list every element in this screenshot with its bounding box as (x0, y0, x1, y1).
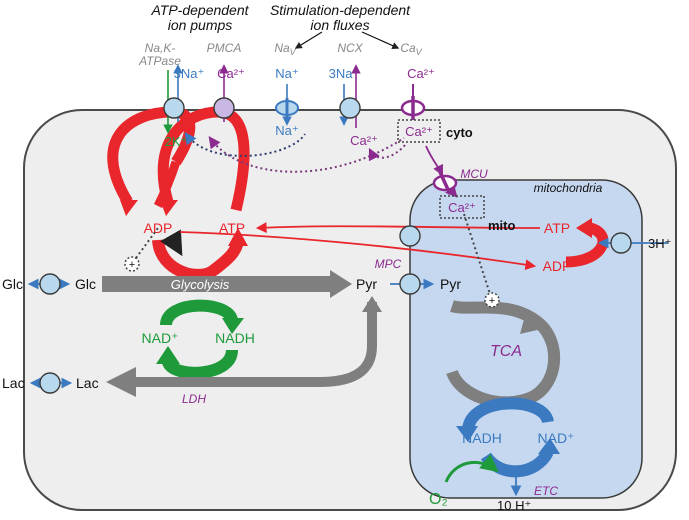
ca-mito-to-tca (463, 213, 491, 295)
header-stim-fluxes-line1: Stimulation-dependent (270, 2, 411, 18)
ca-signal-to-pump (208, 136, 405, 173)
transporter-mcu[interactable] (432, 171, 458, 195)
mitochondria-label: mitochondria (534, 181, 603, 195)
cyto-adp: ADP (144, 220, 173, 236)
ion-na-nav-top: Na⁺ (275, 66, 298, 81)
plus-mito: + (489, 295, 495, 307)
label-nav: NaV (274, 41, 296, 57)
label-mpc: MPC (375, 257, 402, 271)
cyto-nad-plus: NAD⁺ (142, 330, 179, 346)
mito-nad-plus: NAD⁺ (538, 430, 575, 446)
nad-cycle-top (160, 299, 238, 327)
nad-cycle-bottom (162, 348, 238, 379)
ion-ca-pmca: Ca²⁺ (217, 66, 245, 81)
pyr-cyto: Pyr (356, 276, 377, 292)
header-arrow-right (361, 31, 400, 49)
ion-ca-mito: Ca²⁺ (448, 200, 476, 215)
plus-circle-cyto (124, 256, 140, 272)
glycolysis-atp-arrow (160, 229, 183, 257)
glc-outside: Glc (2, 276, 23, 292)
cyto-label: cyto (446, 125, 473, 140)
glycolysis-arrow (102, 270, 352, 298)
header-stim-fluxes-line2: ion fluxes (310, 17, 369, 33)
label-nak-atpase-1: Na,K- (145, 41, 176, 55)
ion-ca-ncx-bottom: Ca²⁺ (350, 133, 378, 148)
tca-cycle (446, 300, 561, 409)
mito-nadh: NADH (462, 430, 502, 446)
adp-atp-cycle-bottom (152, 237, 244, 281)
plus-circle-mito (484, 292, 500, 308)
nad-cycle-bottom-head (156, 346, 180, 364)
transporter-glut[interactable] (39, 273, 61, 295)
ion-10h: 10 H⁺ (497, 498, 531, 513)
ion-2k: 2K⁺ (165, 134, 188, 149)
transporter-ant[interactable] (399, 225, 421, 247)
header-atp-pumps-line1: ATP-dependent (150, 2, 249, 18)
mito-adp: ADP (543, 258, 572, 274)
na-signal-to-pump (184, 132, 306, 157)
transporter-ncx[interactable] (339, 97, 361, 119)
ca-to-glycolysis (135, 227, 159, 259)
label-etc: ETC (534, 484, 558, 498)
label-mcu: MCU (460, 167, 488, 181)
mito-nad-cycle-bottom-head (538, 438, 560, 454)
adp-atp-cycle-head (228, 228, 248, 246)
mito-atp: ATP (544, 220, 570, 236)
glycolysis-label: Glycolysis (171, 277, 230, 292)
mito-ca-box (439, 195, 485, 219)
pyr-mito: Pyr (440, 276, 461, 292)
ldh-arrow (106, 302, 377, 397)
tca-label: TCA (490, 343, 522, 360)
transporter-mpc[interactable] (399, 273, 421, 295)
label-cav: CaV (400, 41, 422, 57)
mito-nad-cycle-top (462, 397, 554, 432)
header-atp-pumps-line2: ion pumps (168, 17, 233, 33)
tca-cycle-head (520, 312, 546, 334)
o2-arrow (444, 454, 499, 483)
cyto-ca-box (397, 119, 441, 143)
transporter-nav[interactable] (275, 98, 299, 118)
glc-inside: Glc (75, 276, 96, 292)
transporter-atp-synthase[interactable] (610, 232, 632, 254)
label-ldh: LDH (182, 392, 206, 406)
atp-export-line (255, 222, 541, 233)
ion-3na-ncx: 3Na⁺ (329, 66, 360, 81)
cyto-nadh: NADH (215, 330, 255, 346)
ion-na-nav-bottom: Na⁺ (275, 123, 298, 138)
ion-ca-cyto: Ca²⁺ (405, 124, 433, 139)
transporter-pmca[interactable] (213, 97, 235, 119)
ion-3h: 3H⁺ (648, 236, 671, 251)
atp-synthase-loop-head (576, 218, 592, 238)
label-ncx: NCX (337, 41, 363, 55)
lac-outside: Lac (2, 375, 25, 391)
transporter-nak-atpase[interactable] (163, 97, 185, 119)
cyto-atp: ATP (219, 220, 245, 236)
atp-loop-pmca-head (160, 200, 178, 216)
ion-ca-cav-top: Ca²⁺ (407, 66, 435, 81)
header-arrow-left (294, 31, 323, 49)
transporter-mct[interactable] (39, 372, 61, 394)
lac-inside: Lac (76, 375, 99, 391)
atp-loop-nak-head (120, 200, 138, 216)
adp-import-line (179, 231, 537, 271)
label-nak-atpase-2: ATPase (138, 54, 181, 68)
plus-cyto: + (129, 259, 135, 271)
transporter-cav[interactable] (400, 96, 426, 120)
mito-label: mito (488, 218, 516, 233)
mito-nad-cycle-top-head (456, 426, 478, 442)
ldh-arrow-up-head (362, 296, 382, 312)
nad-cycle-top-head (222, 318, 244, 334)
o2-label: O₂ (429, 491, 448, 508)
label-pmca: PMCA (207, 41, 242, 55)
